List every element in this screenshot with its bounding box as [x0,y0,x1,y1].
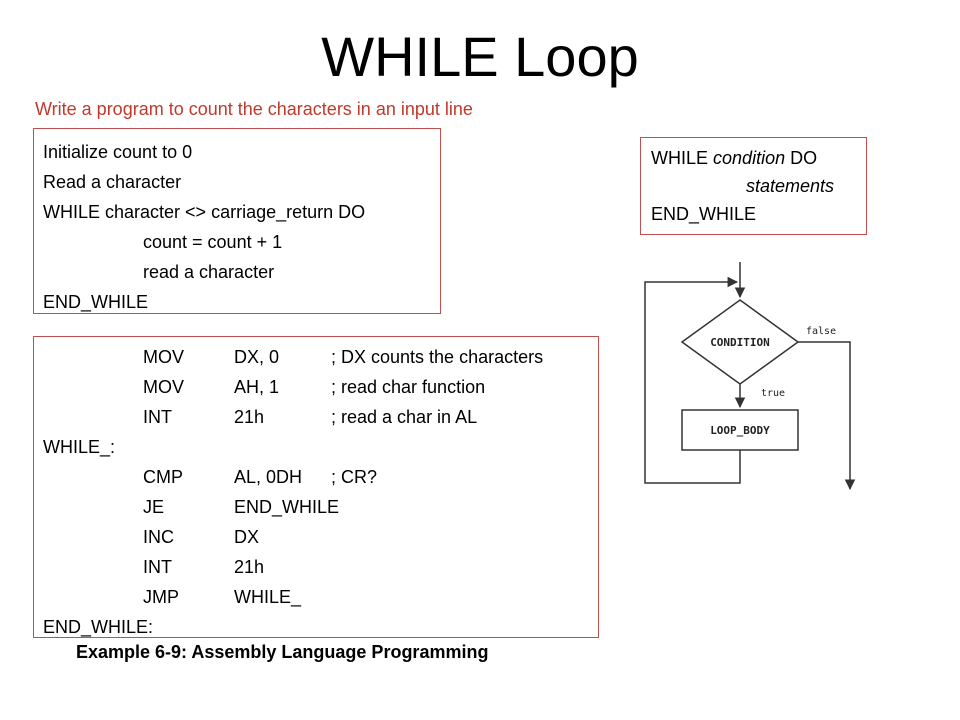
false-arrow [798,341,856,491]
asm-line: JE END_WHILE [43,492,598,522]
loop-body-box [681,409,799,451]
asm-arg: 21h [234,407,265,427]
while-syntax-box: WHILE condition DO statements END_WHILE [640,137,867,235]
asm-arg: AH, 1 [234,377,280,397]
syntax-line: WHILE condition DO [651,144,866,172]
asm-line: WHILE_: [43,432,598,462]
while-flowchart: CONDITION LOOP_BODY false true [644,262,856,491]
asm-line: INT 21h ; read a char in AL [43,402,598,432]
asm-line: END_WHILE: [43,612,598,642]
asm-label: WHILE_: [43,437,116,457]
pseudocode-box: Initialize count to 0 Read a character W… [33,128,441,314]
syntax-statements: statements [746,176,835,196]
asm-line: INT 21h [43,552,598,582]
asm-op: JMP [143,587,179,607]
asm-arg: WHILE_ [234,587,302,607]
asm-arg: AL, 0DH [234,467,303,487]
slide-subtitle: Write a program to count the characters … [35,99,473,119]
pseudocode-line: WHILE character <> carriage_return DO [43,202,366,222]
asm-arg: END_WHILE [234,497,340,517]
asm-op: INC [143,527,174,547]
pseudocode-line: read a character [143,262,275,282]
asm-line: MOV AH, 1 ; read char function [43,372,598,402]
syntax-condition: condition [713,148,786,168]
slide-title: WHILE Loop [321,25,639,88]
asm-op: INT [143,407,172,427]
asm-comment: ; read a char in AL [331,407,478,427]
asm-comment: ; CR? [331,467,378,487]
asm-line: INC DX [43,522,598,552]
asm-comment: ; read char function [331,377,486,397]
asm-arg: DX, 0 [234,347,280,367]
pseudocode-line: count = count + 1 [143,232,283,252]
syntax-end: END_WHILE [651,204,757,224]
asm-arg: 21h [234,557,265,577]
false-label: false [806,326,836,337]
pseudocode-line: Read a character [43,172,182,192]
asm-op: CMP [143,467,183,487]
asm-line: MOV DX, 0 ; DX counts the characters [43,342,598,372]
condition-label: CONDITION [710,336,770,349]
loop-body-label: LOOP_BODY [710,424,770,437]
pseudocode-line: Initialize count to 0 [43,142,193,162]
assembly-box: MOV DX, 0 ; DX counts the characters MOV AH… [33,336,599,638]
asm-arg: DX [234,527,260,547]
loop-back-arrow [644,276,741,484]
asm-op: MOV [143,347,185,367]
pseudocode-line: END_WHILE [43,292,149,312]
syntax-keyword: WHILE [651,148,709,168]
asm-op: MOV [143,377,185,397]
asm-op: JE [143,497,165,517]
asm-line: JMP WHILE_ [43,582,598,612]
true-label: true [761,388,785,399]
asm-op: INT [143,557,172,577]
asm-label: END_WHILE: [43,617,154,637]
source-caption: Example 6-9: Assembly Language Programmi… [76,642,489,662]
syntax-keyword: DO [790,148,818,168]
asm-comment: ; DX counts the characters [331,347,544,367]
asm-line: CMP AL, 0DH ; CR? [43,462,598,492]
